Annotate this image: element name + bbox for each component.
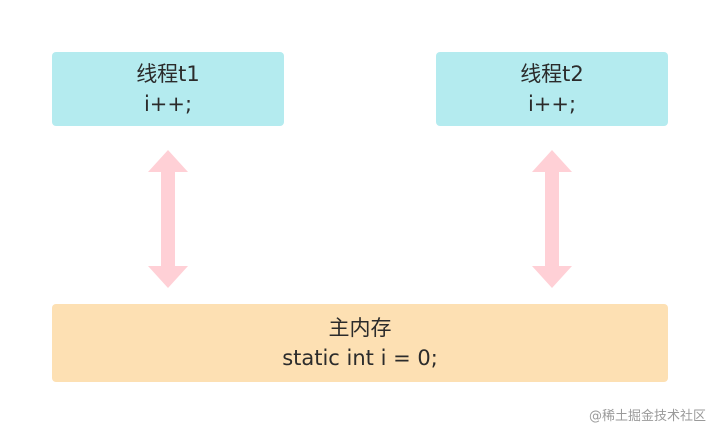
double-arrow-t2-icon: [532, 150, 572, 288]
main-memory-box: 主内存 static int i = 0;: [52, 304, 668, 382]
main-memory-title: 主内存: [328, 316, 392, 340]
thread-t2-code: i++;: [527, 92, 577, 116]
thread-t1-box: 线程t1 i++;: [52, 52, 284, 126]
thread-t1-code: i++;: [143, 92, 193, 116]
thread-t1-title: 线程t1: [136, 62, 200, 86]
double-arrow-t1-icon: [148, 150, 188, 288]
main-memory-code: static int i = 0;: [282, 346, 438, 370]
thread-t2-title: 线程t2: [520, 62, 584, 86]
thread-t2-box: 线程t2 i++;: [436, 52, 668, 126]
watermark: @稀土掘金技术社区: [588, 409, 706, 424]
